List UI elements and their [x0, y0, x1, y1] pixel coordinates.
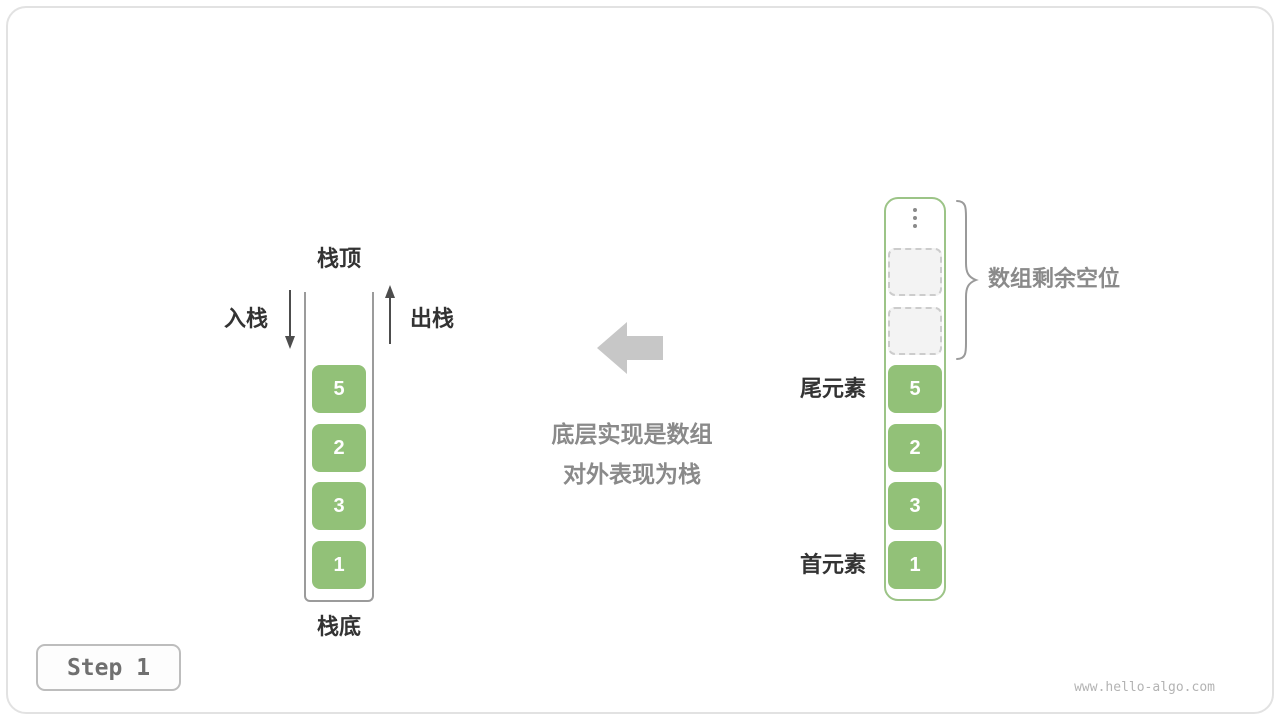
array-cell: 5	[888, 365, 942, 413]
stack-cell: 5	[312, 365, 366, 413]
stack-bottom-label: 栈底	[316, 614, 361, 639]
block-arrow-left-icon	[597, 322, 663, 379]
array-cell: 3	[888, 482, 942, 530]
vertical-ellipsis-icon	[908, 208, 922, 228]
push-label: 入栈	[223, 306, 268, 331]
pop-label: 出栈	[410, 306, 455, 331]
push-arrow-icon	[283, 288, 297, 355]
stack-top-label: 栈顶	[316, 246, 361, 271]
pop-arrow-icon	[383, 284, 397, 351]
watermark: www.hello-algo.com	[1074, 680, 1215, 695]
stack-cell: 1	[312, 541, 366, 589]
tail-element-label: 尾元素	[799, 376, 866, 401]
empty-slot	[888, 248, 942, 296]
array-cell: 1	[888, 541, 942, 589]
array-cell: 2	[888, 424, 942, 472]
curly-brace-icon	[951, 199, 979, 366]
stack-cell: 2	[312, 424, 366, 472]
caption-line2: 对外表现为栈	[563, 461, 701, 487]
caption-line1: 底层实现是数组	[551, 421, 713, 447]
step-badge: Step 1	[36, 644, 181, 691]
head-element-label: 首元素	[799, 552, 866, 577]
stack-cell: 3	[312, 482, 366, 530]
empty-slot	[888, 307, 942, 355]
remaining-slots-label: 数组剩余空位	[988, 266, 1121, 291]
